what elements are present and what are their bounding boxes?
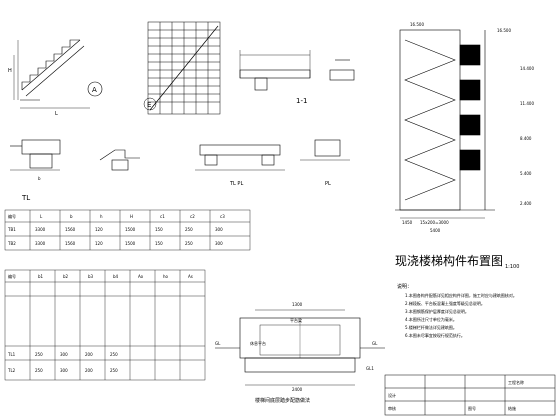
section-1-1-label: 1-1 xyxy=(296,97,307,105)
right-dim-5400: 5400 xyxy=(430,228,441,233)
tb-cell: 图号 xyxy=(468,405,476,411)
table2-cell: TL1 xyxy=(7,352,16,357)
notes: 说明： 1.本图各构件配筋详见相应构件详图，施工时应与建筑图核对。 2.梯段板、… xyxy=(397,283,517,338)
caption-mid: 平台梁 xyxy=(290,317,302,323)
gl1-label: GL1 xyxy=(366,366,374,371)
right-dim-mid: 15x200=3000 xyxy=(420,220,449,225)
table2-cell: 250 xyxy=(35,368,43,373)
caption-right: 休息平台 xyxy=(250,340,266,346)
table2-header: 编号 xyxy=(8,273,16,279)
elevation-label: 2.400 xyxy=(520,201,532,206)
stair-plan xyxy=(143,21,221,115)
stair-elevation xyxy=(395,29,495,219)
section-1-1 xyxy=(239,50,355,91)
table-1: 编号 L b h H c1 c2 c3 TB1 3300 1560 120 15… xyxy=(7,213,225,246)
tl-left-label: TL xyxy=(21,194,30,202)
table1-header: c1 xyxy=(160,214,165,219)
table2-header: b3 xyxy=(88,274,94,279)
table2-header: ho xyxy=(163,274,169,279)
bottom-top-dim: 1300 xyxy=(292,302,303,307)
table1-header: h xyxy=(100,214,103,219)
table1-cell: 3300 xyxy=(35,227,46,232)
tb-cell: 工程名称 xyxy=(508,379,524,385)
table1-cell: 250 xyxy=(185,241,193,246)
detail-a-label: A xyxy=(92,86,97,94)
beam-sections xyxy=(10,139,350,171)
note-line: 1.本图各构件配筋详见相应构件详图，施工时应与建筑图核对。 xyxy=(405,292,517,298)
elevation-label: 5.400 xyxy=(520,171,532,176)
table1-cell: 150 xyxy=(155,227,163,232)
table2-header: b4 xyxy=(113,274,119,279)
table2-cell: 300 xyxy=(60,352,68,357)
table-2-grid xyxy=(4,269,206,381)
elevation-label: 16.500 xyxy=(497,28,511,33)
tl-pl-center-label: TL PL xyxy=(229,181,243,187)
note-line: 2.梯段板、平台板混凝土强度等级见总说明。 xyxy=(405,300,485,306)
notes-title: 说明： xyxy=(397,283,412,290)
elevation-label: 11.400 xyxy=(520,101,534,106)
note-line: 4.本图所注尺寸单位为毫米。 xyxy=(405,316,457,322)
table-1-grid xyxy=(4,209,251,251)
gl-right-label: GL xyxy=(372,341,378,346)
table2-cell: TL2 xyxy=(7,368,16,373)
tb-cell: 审核 xyxy=(388,405,396,411)
table2-header: b1 xyxy=(38,274,44,279)
table2-cell: 250 xyxy=(110,368,118,373)
table1-header: 编号 xyxy=(8,213,16,219)
pl-right-label: PL xyxy=(325,181,331,187)
gl-left-label: GL xyxy=(215,341,221,346)
elevation-label: 8.400 xyxy=(520,136,532,141)
table1-cell: 1560 xyxy=(65,241,76,246)
bottom-bottom-dim: 2400 xyxy=(292,387,303,392)
table-2: 编号 b1 b2 b3 b4 Ao ho As TL1 250 300 200 … xyxy=(7,273,193,373)
dim-h-label: H xyxy=(8,68,12,74)
table1-header: L xyxy=(40,214,43,219)
table1-cell: 1560 xyxy=(65,227,76,232)
table2-cell: 250 xyxy=(110,352,118,357)
note-line: 3.本图钢筋保护层厚度详见总说明。 xyxy=(405,308,469,314)
table1-header: b xyxy=(70,214,73,219)
tb-cell: 设计 xyxy=(388,392,396,398)
table1-cell: 150 xyxy=(155,241,163,246)
table1-header: c2 xyxy=(190,214,195,219)
main-title: 现浇楼梯构件布置图 xyxy=(395,253,503,268)
table1-cell: 300 xyxy=(215,227,223,232)
table1-cell: 1500 xyxy=(125,241,136,246)
table2-header: As xyxy=(188,274,193,279)
title-block: 工程名称 设计 审核 图号 结施 xyxy=(388,379,524,411)
table1-cell: TB2 xyxy=(7,241,16,246)
main-scale: 1:100 xyxy=(505,264,519,270)
table2-header: b2 xyxy=(63,274,69,279)
dim-l-label: L xyxy=(55,111,58,117)
table2-cell: 300 xyxy=(60,368,68,373)
bottom-caption: 楼梯间底层踏步配筋做法 xyxy=(255,397,310,404)
stair-detail-a xyxy=(13,39,103,109)
table1-cell: 120 xyxy=(95,227,103,232)
title-block-grid xyxy=(384,374,556,416)
bottom-step-detail xyxy=(215,309,385,386)
table1-cell: 300 xyxy=(215,241,223,246)
table2-header: Ao xyxy=(138,274,144,279)
note-line: 5.楼梯栏杆做法详见建筑图。 xyxy=(405,324,457,330)
elevation-label: 14.400 xyxy=(520,66,534,71)
table2-cell: 200 xyxy=(85,352,93,357)
table2-cell: 250 xyxy=(35,352,43,357)
table1-cell: 1500 xyxy=(125,227,136,232)
table2-cell: 200 xyxy=(85,368,93,373)
table1-header: c3 xyxy=(220,214,225,219)
detail-e-label: E xyxy=(147,101,151,109)
note-line: 6.本图未尽事宜按现行规范执行。 xyxy=(405,332,465,338)
table1-cell: 120 xyxy=(95,241,103,246)
table1-cell: 3300 xyxy=(35,241,46,246)
table1-cell: 250 xyxy=(185,227,193,232)
right-dim-top: 16.500 xyxy=(410,22,424,27)
table1-header: H xyxy=(130,214,133,219)
tb-cell: 结施 xyxy=(508,405,516,411)
dim-b-label: b xyxy=(38,176,41,181)
right-dim-1450: 1450 xyxy=(402,220,413,225)
table1-cell: TB1 xyxy=(7,227,16,232)
